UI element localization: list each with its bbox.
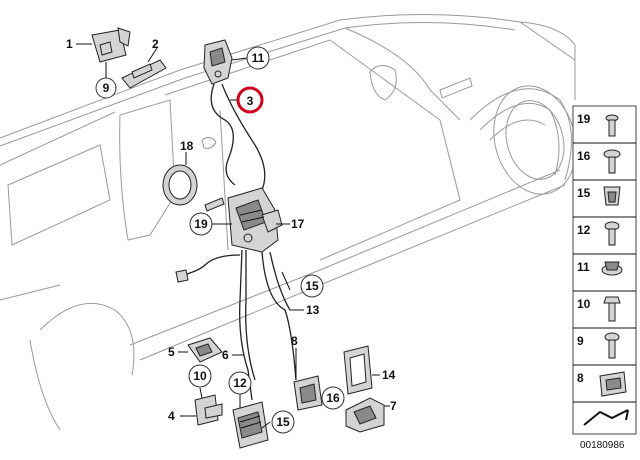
callout-16-badge: 16 [321,386,345,410]
callout-1: 1 [66,37,73,51]
callout-12: 12 [233,376,247,390]
linkage-rods [239,249,297,401]
car-body-outline [0,13,577,431]
part-2-striker [121,59,167,89]
part-18-seal-ring [162,164,198,206]
callout-9: 9 [103,81,110,95]
flange-nut-icon [601,261,623,276]
part-door-lock-assembly [227,187,283,253]
callout-7: 7 [390,399,397,413]
fastener-8-label: 8 [577,371,584,385]
part-1-hinge-bracket [91,27,131,63]
screw-washer-icon [603,149,621,174]
part-12-actuator [232,401,269,449]
callout-10-badge: 10 [188,364,212,388]
callout-15-upper: 15 [305,279,319,293]
small-bolt [204,197,225,212]
leader-lines [76,43,390,429]
fastener-15-label: 15 [577,186,591,200]
document-id: 00180986 [580,440,625,451]
tool-icon [583,409,629,426]
callout-10: 10 [193,369,207,383]
bolt-icon [604,221,620,246]
callout-18: 18 [180,139,194,153]
callout-2: 2 [152,37,159,51]
callout-8: 8 [291,334,298,348]
fastener-19-label: 19 [577,112,591,126]
callout-6: 6 [222,348,229,362]
part-16-connector [293,375,323,411]
part-7-cover [345,397,385,433]
grommet-icon [599,371,627,397]
fastener-10-label: 10 [577,297,591,311]
highlight-ring [236,86,264,114]
callout-15-lower: 15 [276,415,290,429]
part-14-gasket [343,345,373,395]
callout-5: 5 [168,345,175,359]
screw-icon [605,114,619,137]
wiring-harness [175,254,241,283]
fastener-11-label: 11 [577,260,590,274]
part-5-bracket [187,337,223,363]
callout-4: 4 [168,409,175,423]
callout-15-badge-upper: 15 [300,274,324,298]
callout-14: 14 [382,368,396,382]
washer-screw-icon [604,332,620,359]
callout-19: 19 [194,217,208,231]
callout-3: 3 [247,94,254,108]
hex-screw-icon [603,296,621,322]
callout-3-highlighted: 3 [236,86,264,114]
callout-11: 11 [252,51,265,65]
callout-15-badge-lower: 15 [271,410,295,434]
fastener-16-label: 16 [577,149,591,163]
callout-16: 16 [326,391,340,405]
part-4-bracket [194,394,223,426]
fastener-legend: 19 16 15 12 11 10 [572,105,637,435]
part-11-handle-housing [203,39,233,85]
callout-9-badge: 9 [95,77,117,99]
part-3-cable [210,83,266,191]
callout-19-badge: 19 [189,212,213,236]
clip-nut-icon [603,186,621,206]
callout-17: 17 [291,217,305,231]
callout-11-badge: 11 [246,46,270,70]
callout-13: 13 [306,303,320,317]
fastener-12-label: 12 [577,223,591,237]
fastener-9-label: 9 [577,334,584,348]
callouts: 1 2 9 11 3 18 17 19 15 13 8 5 6 [66,37,397,434]
callout-12-badge: 12 [228,371,252,395]
